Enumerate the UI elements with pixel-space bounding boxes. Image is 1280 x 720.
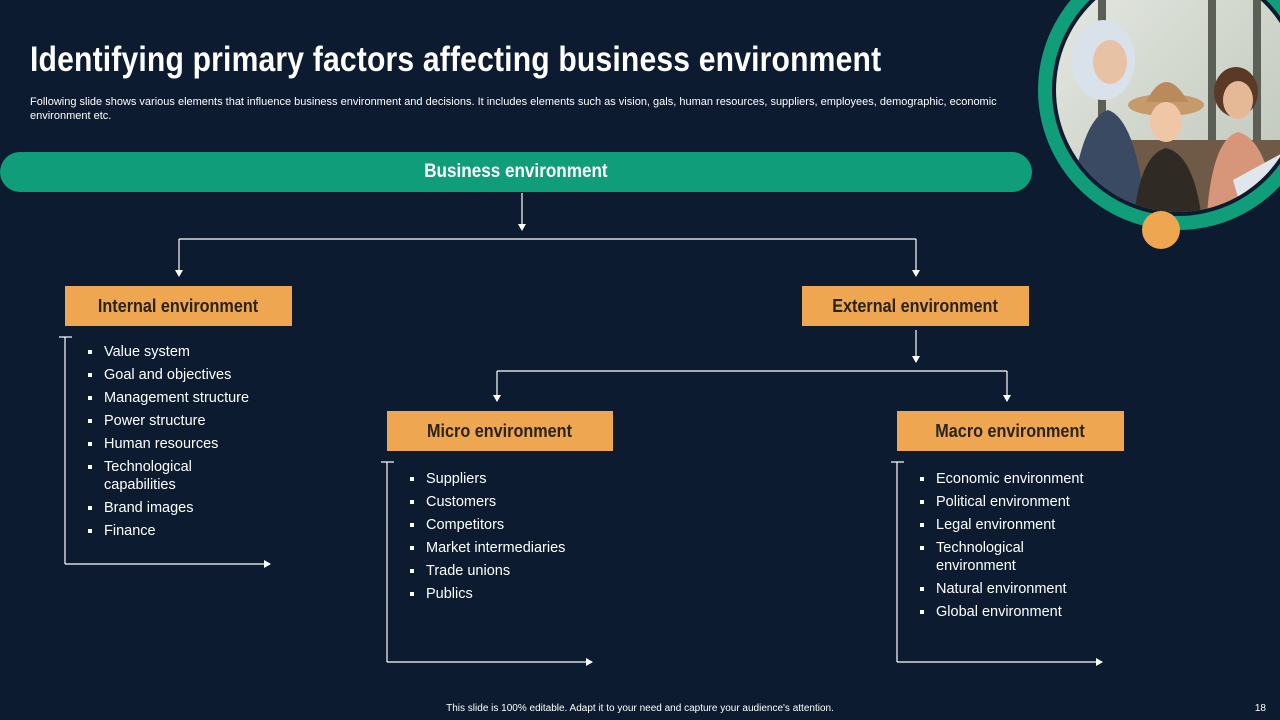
list-item: Competitors: [407, 516, 597, 534]
list-item: Global environment: [917, 603, 1107, 621]
footer-note: This slide is 100% editable. Adapt it to…: [446, 703, 834, 714]
list-item: Trade unions: [407, 562, 597, 580]
internal-environment-list: Value system Goal and objectives Managem…: [85, 343, 265, 545]
slide-title: Identifying primary factors affecting bu…: [30, 40, 882, 79]
list-item: Legal environment: [917, 516, 1107, 534]
accent-dot: [1142, 211, 1180, 249]
list-item: Natural environment: [917, 580, 1107, 598]
list-item: Technological environment: [917, 539, 1056, 575]
external-environment-box: External environment: [802, 286, 1029, 326]
list-item: Finance: [85, 522, 265, 540]
internal-environment-label: Internal environment: [98, 295, 259, 316]
list-item: Publics: [407, 585, 597, 603]
list-item: Brand images: [85, 499, 265, 517]
business-environment-label: Business environment: [424, 161, 608, 182]
list-item: Customers: [407, 493, 597, 511]
external-environment-label: External environment: [832, 295, 999, 316]
list-item: Political environment: [917, 493, 1107, 511]
slide-subtitle: Following slide shows various elements t…: [30, 96, 997, 122]
slide-number: 18: [1254, 703, 1266, 714]
macro-environment-label: Macro environment: [935, 420, 1086, 441]
macro-environment-list: Economic environment Political environme…: [917, 470, 1107, 626]
list-item: Technological capabilities: [85, 458, 214, 494]
internal-environment-box: Internal environment: [65, 286, 292, 326]
list-item: Suppliers: [407, 470, 597, 488]
macro-environment-box: Macro environment: [897, 411, 1124, 451]
list-item: Goal and objectives: [85, 366, 265, 384]
list-item: Value system: [85, 343, 265, 361]
business-environment-banner: Business environment: [0, 152, 1032, 192]
micro-environment-label: Micro environment: [427, 420, 573, 441]
list-item: Human resources: [85, 435, 265, 453]
list-item: Management structure: [85, 389, 265, 407]
list-item: Market intermediaries: [407, 539, 597, 557]
micro-environment-list: Suppliers Customers Competitors Market i…: [407, 470, 597, 608]
list-item: Power structure: [85, 412, 265, 430]
team-photo: [1038, 0, 1280, 230]
micro-environment-box: Micro environment: [387, 411, 613, 451]
list-item: Economic environment: [917, 470, 1107, 488]
